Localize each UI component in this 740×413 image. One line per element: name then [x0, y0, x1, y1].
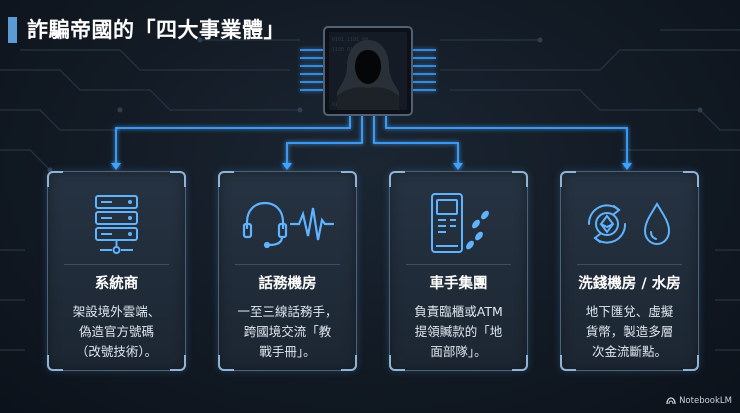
card-corner-accent [512, 171, 528, 187]
card-corner-accent [47, 355, 63, 371]
money-laundering-icon [587, 202, 671, 246]
card-title: 話務機房 [258, 276, 317, 292]
card-divider [64, 264, 169, 265]
card-description-line: 戰手冊」。 [259, 344, 316, 359]
card-corner-accent [560, 355, 576, 371]
card-money-mules: 車手集團 負責臨櫃或ATM 提領贓款的「地 面部隊」。 [389, 171, 528, 371]
card-description: 一至三線話務手， 跨國境交流「教 戰手冊」。 [229, 302, 346, 362]
title-accent-bar [8, 17, 17, 43]
atm-footprints-icon [431, 193, 489, 253]
card-description: 地下匯兌、虛擬 貨幣，製造多層 次金流斷點。 [571, 302, 688, 362]
headset-waveform-icon [242, 201, 335, 249]
card-divider [235, 264, 340, 265]
card-corner-accent [218, 171, 234, 187]
card-divider [577, 264, 682, 265]
notebooklm-logo-icon [666, 397, 676, 405]
card-corner-accent [47, 171, 63, 187]
card-description-line: 次金流斷點。 [591, 344, 667, 359]
card-description-line: 貨幣，製造多層 [585, 324, 674, 339]
card-corner-accent [683, 171, 699, 187]
card-corner-accent [560, 171, 576, 187]
card-description-line: 偽造官方號碼 [78, 324, 154, 339]
notebooklm-watermark: NotebookLM [666, 396, 732, 406]
card-description-line: 架設境外雲端、 [72, 304, 161, 319]
card-title: 系統商 [94, 276, 139, 292]
watermark-text: NotebookLM [679, 396, 732, 406]
card-description-line: 提領贓款的「地 [414, 324, 503, 339]
card-corner-accent [683, 355, 699, 371]
card-description: 負責臨櫃或ATM 提領贓款的「地 面部隊」。 [400, 302, 517, 362]
svg-text:0101 1101 00: 0101 1101 00 [332, 37, 368, 43]
card-corner-accent [341, 355, 357, 371]
card-description-line: 面部隊」。 [430, 344, 487, 359]
card-corner-accent [218, 355, 234, 371]
card-corner-accent [512, 355, 528, 371]
card-corner-accent [341, 171, 357, 187]
card-description-line: 負責臨櫃或ATM [414, 304, 503, 319]
hub-connectors [115, 116, 628, 165]
card-corner-accent [389, 171, 405, 187]
svg-text:1100 01 1011: 1100 01 1011 [332, 47, 368, 53]
card-corner-accent [170, 171, 186, 187]
card-divider [406, 264, 511, 265]
page-title: 詐騙帝國的「四大事業體」 [27, 18, 285, 42]
server-icon [95, 195, 138, 254]
card-system-vendor: 系統商 架設境外雲端、 偽造官方號碼 （改號技術）。 [47, 171, 186, 371]
card-description-line: 地下匯兌、虛擬 [585, 304, 674, 319]
card-description-line: 一至三線話務手， [237, 304, 338, 319]
card-money-laundering: 洗錢機房 / 水房 地下匯兌、虛擬 貨幣，製造多層 次金流斷點。 [560, 171, 699, 371]
card-corner-accent [170, 355, 186, 371]
card-corner-accent [389, 355, 405, 371]
card-description-line: （改號技術）。 [75, 344, 158, 359]
card-description: 架設境外雲端、 偽造官方號碼 （改號技術）。 [58, 302, 175, 362]
card-description-line: 跨國境交流「教 [243, 324, 332, 339]
card-call-center: 話務機房 一至三線話務手， 跨國境交流「教 戰手冊」。 [218, 171, 357, 371]
card-title: 車手集團 [429, 276, 488, 292]
card-title: 洗錢機房 / 水房 [578, 276, 681, 292]
